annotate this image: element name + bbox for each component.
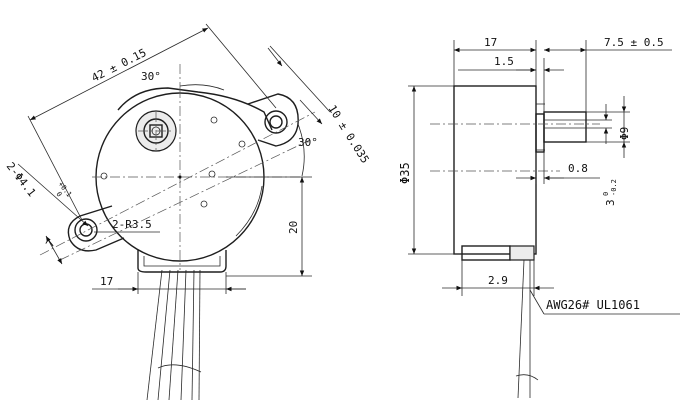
side-shaft: [543, 111, 587, 143]
dim-3: 3 0 -0.2: [586, 104, 618, 206]
cable-spec: AWG26# UL1061: [529, 289, 680, 315]
dim-2-9-label: 2.9: [488, 274, 508, 287]
dim-1-5: 1.5: [458, 55, 564, 112]
dim-20-label: 20: [287, 221, 300, 234]
angle-arc-top: [179, 84, 225, 91]
mounting-ear-left: [67, 205, 125, 252]
hole-dia-tol-low: 0: [54, 190, 63, 198]
dim-20: 20: [226, 176, 312, 277]
mounting-ear-right: [247, 93, 299, 147]
front-wires: [146, 269, 202, 400]
dim-17-bottom: 17: [92, 272, 246, 294]
dim-17-top: 17: [453, 36, 537, 86]
dim-7-label: 7: [43, 237, 58, 249]
dim-1-5-label: 1.5: [494, 55, 514, 68]
dim-7-5: 7.5 ± 0.5: [544, 36, 672, 112]
dim-2-9: 2.9: [442, 254, 554, 296]
radius-label: 2-R3.5: [112, 218, 152, 231]
hole-dia-label: 2-Φ4.1: [4, 160, 39, 199]
screw-hole: [200, 200, 208, 208]
angle-right-label: 30°: [298, 136, 318, 149]
side-body: [453, 85, 537, 255]
dim-10: 10 ± 0.035: [267, 45, 372, 166]
dim-3-tol-low: -0.2: [610, 179, 618, 196]
screw-hole: [210, 116, 218, 124]
side-view: 17 7.5 ± 0.5 1.5 Φ35: [398, 36, 680, 399]
side-collar: [535, 113, 545, 153]
dim-7: 7: [43, 235, 63, 265]
dim-7-5-label: 7.5 ± 0.5: [604, 36, 664, 49]
dim-17-bottom-label: 17: [100, 275, 113, 288]
screw-hole: [100, 172, 108, 180]
screw-hole: [238, 140, 246, 148]
dim-phi35-label: Φ35: [398, 162, 412, 184]
wire-exit-tab: [137, 250, 227, 273]
angle-arc-right: [297, 123, 305, 177]
dim-3-tol-up: 0: [602, 192, 610, 196]
dim-42-label: 42 ± 0.15: [89, 46, 148, 85]
dim-phi9-label: Φ9: [618, 127, 631, 140]
dim-hole: 2-Φ4.1 +0.1 0: [4, 160, 89, 227]
front-view: 42 ± 0.15 10 ± 0.035 30° 30° 2-Φ4.1 +0.1…: [4, 23, 372, 400]
dim-17-top-label: 17: [484, 36, 497, 49]
dim-phi9: Φ9: [586, 96, 631, 158]
dim-0-8-label: 0.8: [568, 162, 588, 175]
dim-3-label: 3: [604, 199, 617, 206]
dim-10-label: 10 ± 0.035: [325, 103, 371, 166]
dim-0-8: 0.8: [516, 152, 600, 184]
angle-top-label: 30°: [141, 70, 161, 83]
cable-spec-label: AWG26# UL1061: [546, 298, 640, 312]
inner-arc: [235, 185, 263, 237]
screw-hole: [208, 170, 216, 178]
dim-phi35: Φ35: [398, 85, 462, 255]
side-cable-exit: [461, 245, 511, 261]
